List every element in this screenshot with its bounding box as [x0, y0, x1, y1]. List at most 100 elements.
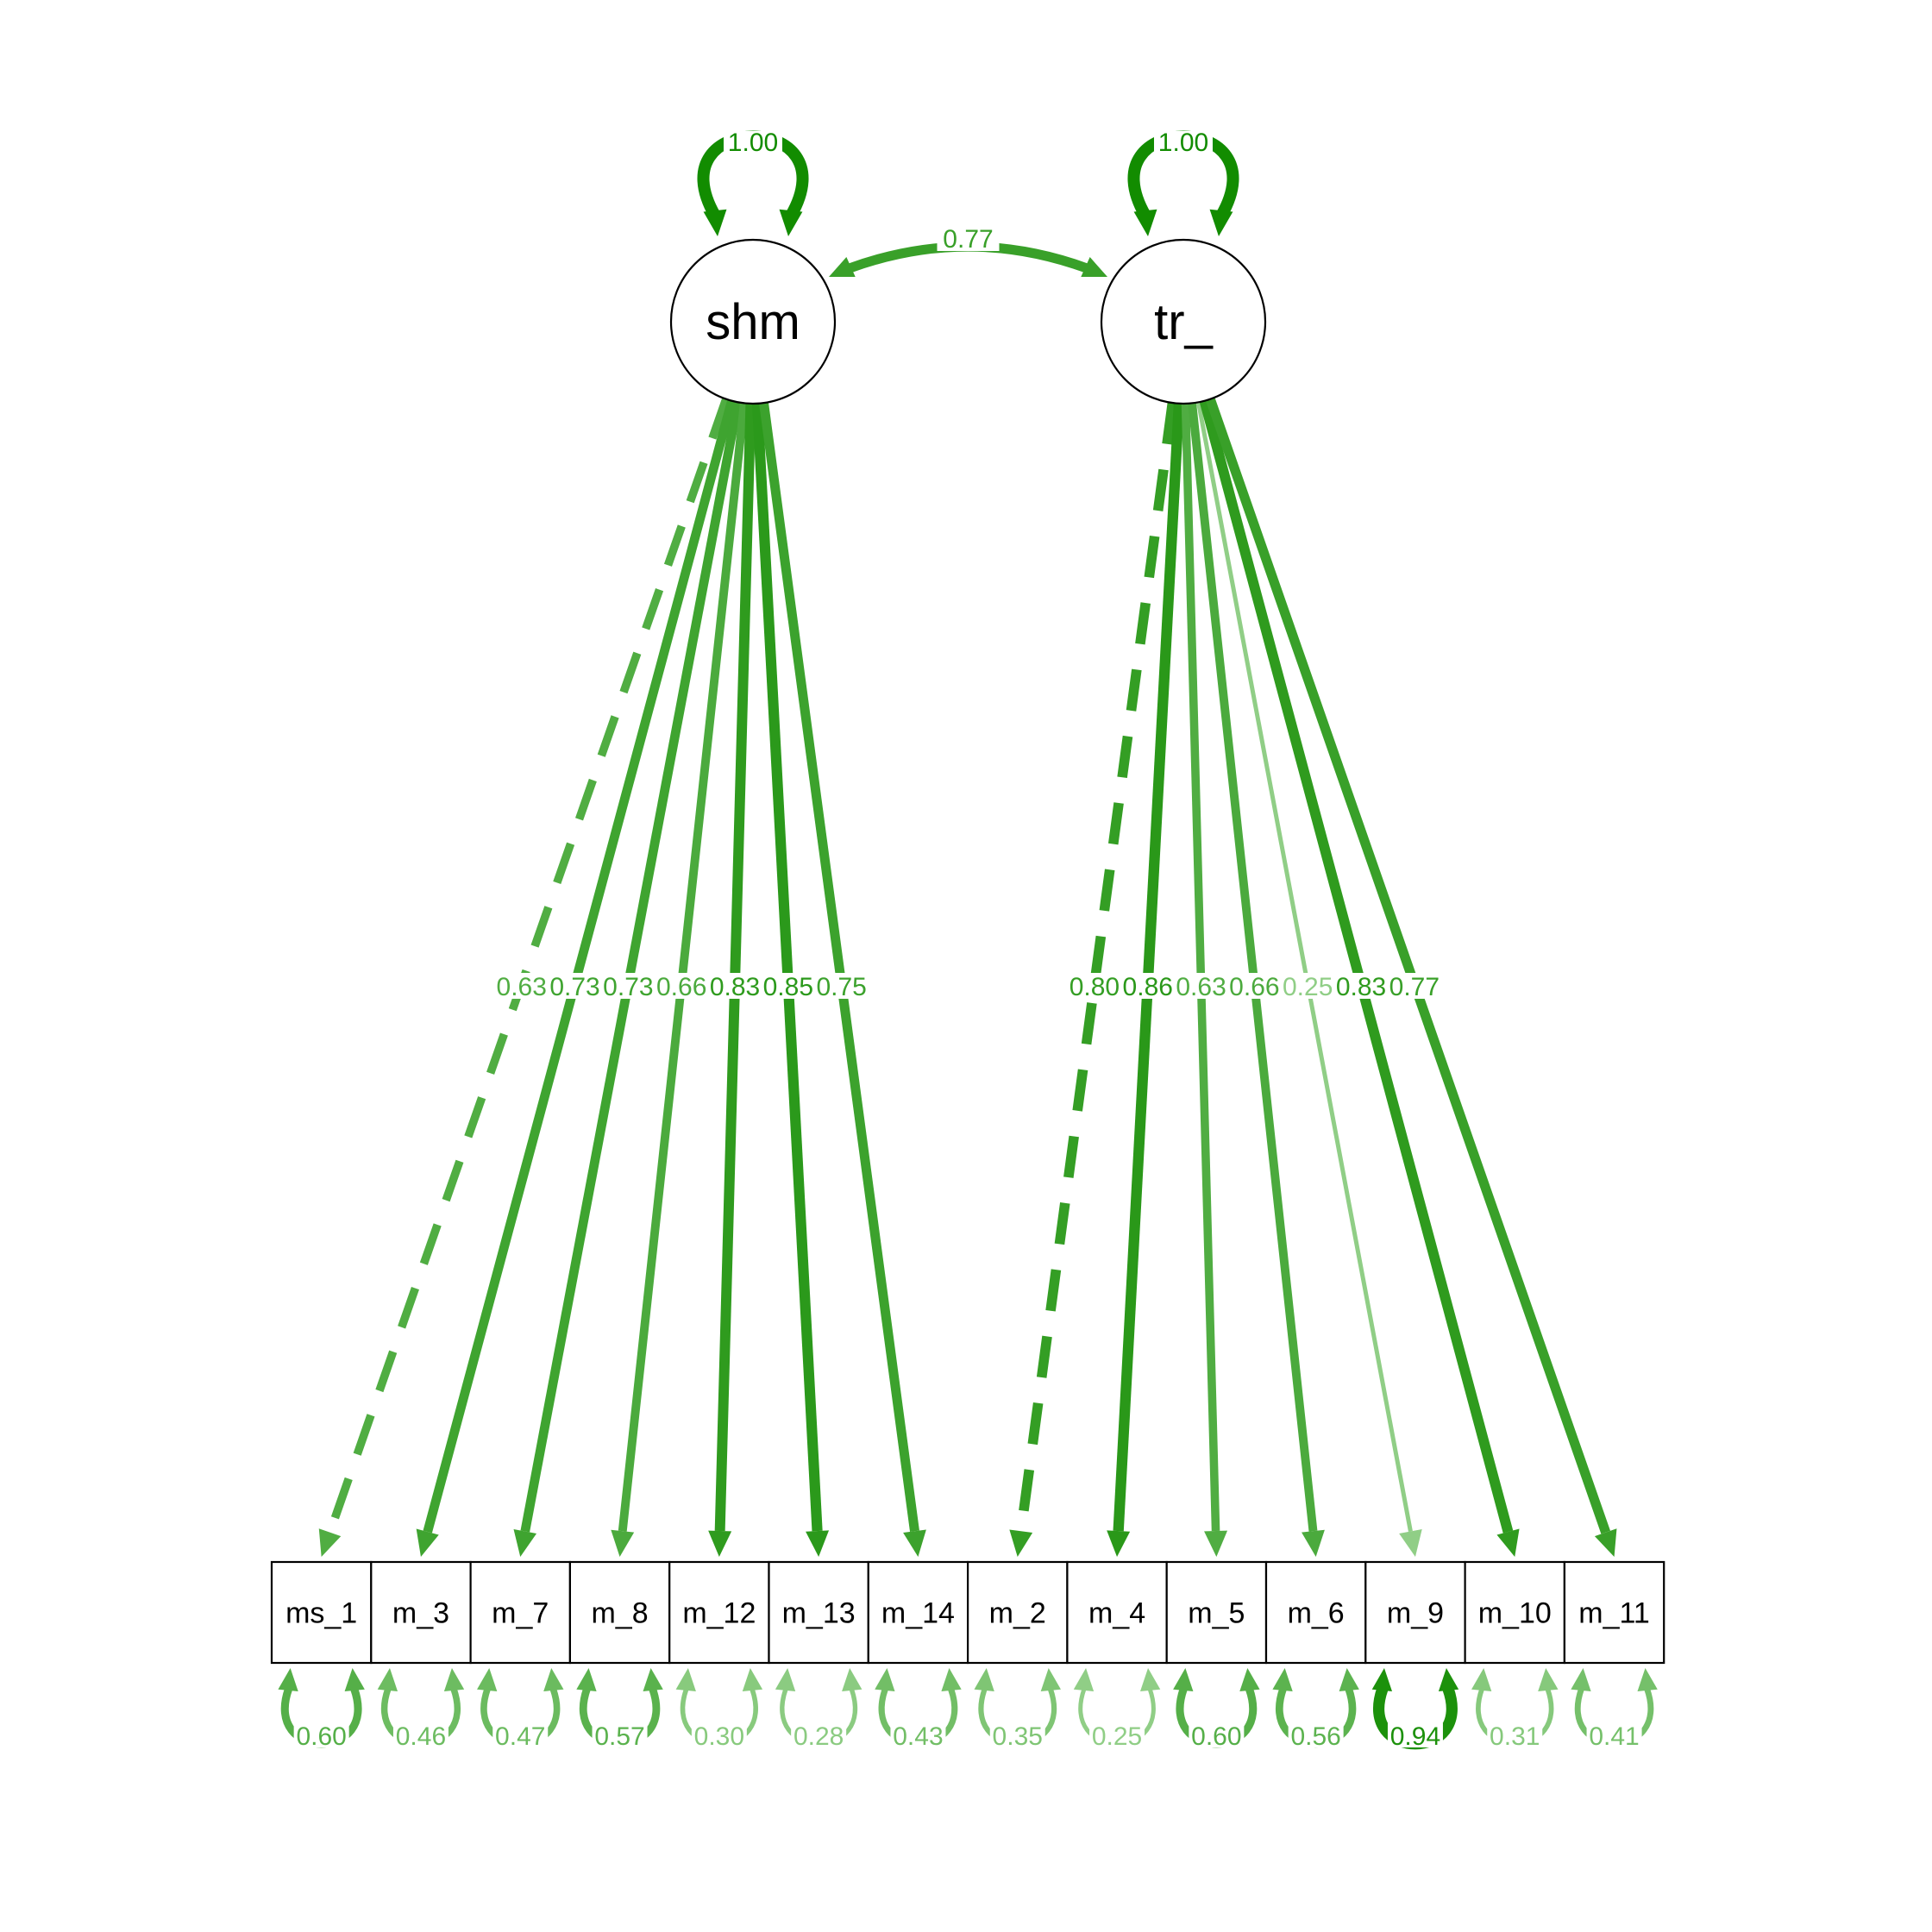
loading-edge-m_5 — [1181, 403, 1220, 1532]
loading-label-m_10: 0.83 — [1336, 973, 1386, 1001]
variance-label-shm: 1.00 — [728, 129, 778, 157]
covariance-label: 0.77 — [943, 225, 993, 254]
covariance-arrowhead-left — [829, 257, 856, 277]
loading-label-bg-m_12 — [712, 973, 759, 999]
residual-arrowhead-right-m_5 — [1239, 1668, 1260, 1692]
manifest-label-m_2: m_2 — [989, 1597, 1046, 1630]
residual-label-m_7: 0.47 — [495, 1722, 545, 1751]
loading-edge-m_6 — [1188, 402, 1318, 1532]
manifest-box-m_14 — [867, 1560, 969, 1665]
latent-node-shm: shm — [669, 238, 837, 405]
residual-label-bg-m_7 — [492, 1723, 549, 1747]
residual-arrowhead-left-m_8 — [576, 1668, 597, 1692]
loading-label-m_5: 0.63 — [1176, 973, 1226, 1001]
manifest-node-m_8: m_8 — [568, 1560, 671, 1665]
loading-label-bg-m_13 — [764, 973, 812, 999]
residual-arrowhead-right-m_8 — [643, 1668, 663, 1692]
manifest-box-ms_1 — [270, 1560, 373, 1665]
residual-label-bg-m_4 — [1089, 1723, 1145, 1747]
residual-label-m_10: 0.31 — [1490, 1722, 1540, 1751]
variance-arrowhead-right-tr — [1209, 209, 1233, 236]
manifest-node-m_9: m_9 — [1364, 1560, 1466, 1665]
loading-label-m_7: 0.73 — [603, 973, 653, 1001]
residual-label-bg-m_14 — [890, 1723, 946, 1747]
loading-label-bg-m_10 — [1338, 973, 1385, 999]
loading-label-bg-m_9 — [1284, 973, 1332, 999]
manifest-node-m_14: m_14 — [867, 1560, 969, 1665]
loading-edge-m_12 — [714, 403, 756, 1532]
loading-label-m_14: 0.75 — [816, 973, 866, 1001]
residual-label-ms_1: 0.60 — [296, 1722, 346, 1751]
residual-arrowhead-left-m_5 — [1173, 1668, 1194, 1692]
residual-label-m_2: 0.35 — [993, 1722, 1043, 1751]
residual-label-bg-m_10 — [1487, 1723, 1543, 1747]
manifest-label-m_6: m_6 — [1288, 1597, 1345, 1630]
manifest-node-m_2: m_2 — [966, 1560, 1069, 1665]
residual-arrowhead-right-m_3 — [443, 1668, 465, 1692]
manifest-box-m_11 — [1563, 1560, 1665, 1665]
loading-label-bg-m_2 — [1070, 973, 1118, 999]
variance-arrowhead-left-shm — [703, 209, 727, 236]
residual-label-m_9: 0.94 — [1390, 1722, 1440, 1751]
loading-edges — [318, 397, 1617, 1557]
loading-label-bg-m_6 — [1231, 973, 1278, 999]
residual-label-m_13: 0.28 — [794, 1722, 844, 1751]
manifest-label-m_7: m_7 — [492, 1597, 549, 1630]
residual-arrowhead-left-m_3 — [377, 1668, 398, 1692]
arrowhead-m_6 — [1302, 1529, 1325, 1557]
manifest-label-ms_1: ms_1 — [285, 1597, 357, 1630]
manifest-box-m_10 — [1464, 1560, 1565, 1665]
residual-arrowhead-right-m_4 — [1139, 1668, 1161, 1692]
arrowhead-m_7 — [513, 1529, 537, 1557]
loading-edge-m_11 — [1205, 397, 1611, 1534]
arrowhead-m_13 — [806, 1530, 830, 1557]
loading-label-m_13: 0.85 — [763, 973, 813, 1001]
latent-label-shm: shm — [706, 294, 800, 350]
manifest-box-m_7 — [469, 1560, 571, 1665]
residual-arrowhead-left-m_10 — [1471, 1668, 1492, 1692]
manifest-box-m_3 — [370, 1560, 472, 1665]
residual-arrowhead-right-m_12 — [742, 1668, 763, 1692]
arrowhead-m_10 — [1496, 1528, 1520, 1557]
covariance-arrowhead-right — [1081, 257, 1107, 277]
manifest-node-m_4: m_4 — [1066, 1560, 1168, 1665]
loading-label-bg-m_7 — [605, 973, 652, 999]
residual-arrowhead-right-m_14 — [941, 1668, 962, 1692]
latent-circle-shm — [669, 238, 837, 405]
loading-edge-ms_1 — [325, 398, 731, 1534]
residual-arrowhead-right-m_9 — [1438, 1668, 1459, 1692]
residual-arrowhead-left-ms_1 — [278, 1668, 298, 1692]
residual-arrowhead-left-m_4 — [1073, 1668, 1095, 1692]
arrowhead-m_2 — [1009, 1529, 1033, 1557]
residual-label-m_3: 0.46 — [396, 1722, 446, 1751]
manifest-label-m_11: m_11 — [1578, 1597, 1650, 1630]
residual-arrowhead-right-m_7 — [543, 1668, 564, 1692]
residual-arrowhead-left-m_9 — [1371, 1668, 1393, 1692]
loading-edge-m_4 — [1113, 403, 1185, 1532]
loading-label-ms_1: 0.63 — [497, 973, 547, 1001]
residual-arrowhead-left-m_11 — [1571, 1668, 1591, 1692]
arrowhead-m_3 — [416, 1528, 439, 1557]
loading-label-bg-m_8 — [658, 973, 706, 999]
residual-label-m_11: 0.41 — [1589, 1722, 1639, 1751]
latent-variance-loops — [697, 130, 1239, 236]
residual-label-bg-m_13 — [791, 1723, 847, 1747]
residual-arrowhead-left-m_2 — [974, 1668, 994, 1692]
variance-arrowhead-right-shm — [779, 209, 803, 236]
loading-edge-m_14 — [759, 402, 919, 1532]
loading-edge-m_8 — [618, 402, 749, 1532]
loading-edge-m_13 — [751, 403, 823, 1532]
residual-arrowhead-left-m_12 — [675, 1668, 696, 1692]
manifest-node-m_13: m_13 — [768, 1560, 869, 1665]
residual-label-m_4: 0.25 — [1092, 1722, 1142, 1751]
arrowhead-m_4 — [1107, 1530, 1131, 1557]
manifest-label-m_4: m_4 — [1088, 1597, 1145, 1630]
loading-edge-m_2 — [1015, 402, 1178, 1533]
loading-label-bg-m_4 — [1124, 973, 1171, 999]
residual-arrowhead-right-m_11 — [1637, 1668, 1658, 1692]
residual-label-bg-m_8 — [592, 1723, 648, 1747]
loading-label-m_11: 0.77 — [1389, 973, 1440, 1001]
loading-label-m_3: 0.73 — [549, 973, 599, 1001]
residual-arrowhead-left-m_13 — [775, 1668, 796, 1692]
